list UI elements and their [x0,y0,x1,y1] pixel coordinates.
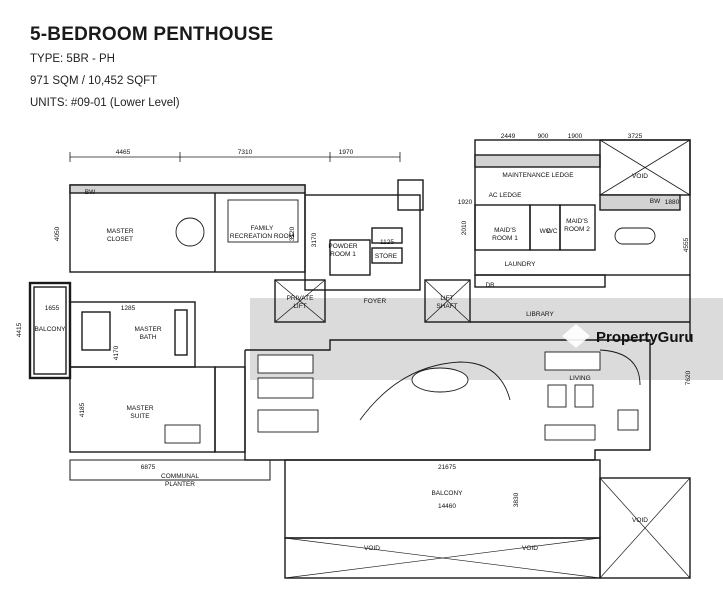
dim-1900: 1900 [568,133,583,140]
dim-3170: 3170 [311,232,318,247]
balcony-left-label: BALCONY [34,326,66,333]
dim-3830: 3830 [513,492,520,507]
dim-4555: 4555 [683,237,690,252]
master-closet-label-2: CLOSET [107,236,133,243]
dim-6875: 6875 [141,464,156,471]
dim-1920: 1920 [458,199,473,206]
maids-room2-label-2: ROOM 2 [564,226,590,233]
master-suite-label-2: SUITE [130,413,150,420]
wc-label: WC [540,228,551,235]
walls [28,139,691,579]
dim-1655: 1655 [45,305,60,312]
watermark-text: PropertyGuru [596,329,694,346]
dim-7310: 7310 [238,149,253,156]
laundry-label: LAUNDRY [505,261,537,268]
lift-shaft-label-1: LIFT [440,295,453,302]
foyer-label: FOYER [364,298,387,305]
communal-planter-label-1: COMMUNAL [161,473,199,480]
master-bath-label-1: MASTER [134,326,161,333]
maids-room2-label-1: MAID'S [566,218,588,225]
dim-4050: 4050 [54,226,61,241]
watermark: PropertyGuru [562,324,694,348]
dim-1970: 1970 [339,149,354,156]
void-right-label: VOID [632,517,648,524]
dim-4185: 4185 [79,402,86,417]
private-lift-label-1: PRIVATE [287,295,315,302]
room-labels: MASTER CLOSET FAMILY RECREATION ROOM BW … [34,172,661,552]
living-label: LIVING [569,375,590,382]
private-lift-label-2: LIFT [293,303,306,310]
dim-7620: 7620 [685,370,692,385]
ac-ledge-label: AC LEDGE [489,192,523,199]
dim-1285: 1285 [121,305,136,312]
balcony-bottom-label: BALCONY [431,490,463,497]
dim-4415: 4415 [16,322,23,337]
bw-label-1: BW [85,189,96,196]
dim-3725: 3725 [628,133,643,140]
void-bottom-label-2: VOID [522,545,538,552]
dim-14460: 14460 [438,503,456,510]
dim-1125: 1125 [380,239,394,246]
maintenance-ledge-label: MAINTENANCE LEDGE [502,172,574,179]
property-guru-logo-icon [562,324,590,348]
dim-3120: 3120 [289,226,296,241]
plan-title: 5-BEDROOM PENTHOUSE [30,24,274,45]
void-bottom-label-1: VOID [364,545,380,552]
family-room-label-2: RECREATION ROOM [230,233,294,240]
dim-4465: 4465 [116,149,131,156]
powder-room-label-1: POWDER [328,243,358,250]
db-label: DB [485,282,494,289]
wc2-label: WC [547,228,558,235]
master-suite-label-1: MASTER [126,405,153,412]
dim-4170: 4170 [113,345,120,360]
dim-900: 900 [538,133,549,140]
dim-2449: 2449 [501,133,516,140]
watermark-band [250,298,723,380]
bw-label-2: BW [650,198,661,205]
dim-21675: 21675 [438,464,456,471]
maids-room1-label-2: ROOM 1 [492,235,518,242]
store-label: STORE [375,253,398,260]
family-room-label-1: FAMILY [251,225,274,232]
maids-room1-label-1: MAID'S [494,227,516,234]
communal-planter-label-2: PLANTER [165,481,195,488]
unit-numbers: UNITS: #09-01 (Lower Level) [30,97,180,109]
furniture [164,199,656,444]
master-bath-label-2: BATH [140,334,157,341]
dimension-labels: 4465 7310 1970 2449 900 1900 3725 1920 1… [16,133,692,510]
lift-shaft-label-2: SHAFT [436,303,457,310]
unit-area: 971 SQM / 10,452 SQFT [30,75,158,87]
powder-room-label-2: ROOM 1 [330,251,356,258]
dim-1880: 1880 [665,199,680,206]
header: 5-BEDROOM PENTHOUSE TYPE: 5BR - PH 971 S… [30,24,273,119]
void-top-label: VOID [632,173,648,180]
unit-type: TYPE: 5BR - PH [30,53,115,65]
library-label: LIBRARY [526,311,554,318]
master-closet-label-1: MASTER [106,228,133,235]
dim-2010: 2010 [461,220,468,235]
